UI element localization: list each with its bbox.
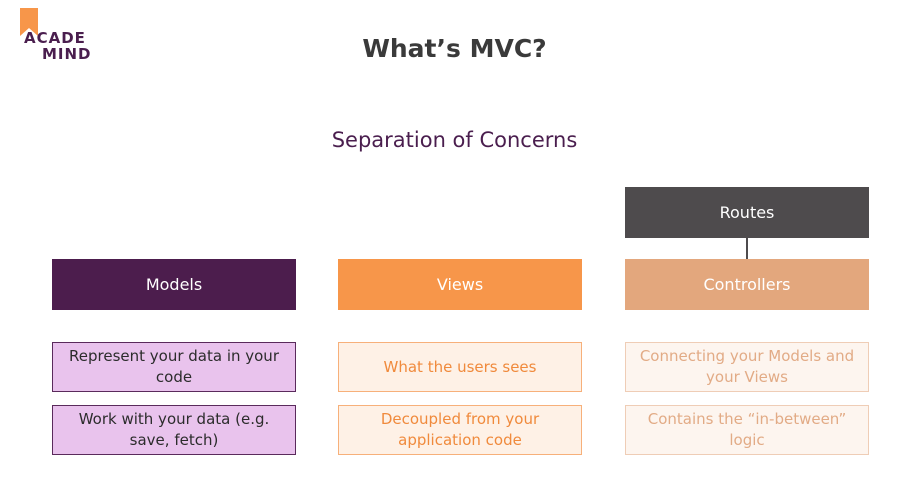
logo-text-line1: ACADE — [24, 29, 86, 47]
slide-subtitle: Separation of Concerns — [331, 128, 578, 152]
views-item: What the users sees — [338, 342, 582, 392]
controllers-item: Connecting your Models and your Views — [625, 342, 869, 392]
slide-title: What’s MVC? — [362, 34, 547, 63]
logo-text-line2: MIND — [42, 45, 92, 63]
views-header: Views — [338, 259, 582, 310]
controllers-header: Controllers — [625, 259, 869, 310]
models-item: Work with your data (e.g. save, fetch) — [52, 405, 296, 455]
academind-logo: ACADE MIND — [14, 8, 114, 64]
controllers-item: Contains the “in-between” logic — [625, 405, 869, 455]
bookmark-ribbon-icon — [20, 8, 38, 36]
models-item: Represent your data in your code — [52, 342, 296, 392]
models-header: Models — [52, 259, 296, 310]
routes-connector — [746, 238, 748, 259]
routes-box: Routes — [625, 187, 869, 238]
views-item: Decoupled from your application code — [338, 405, 582, 455]
